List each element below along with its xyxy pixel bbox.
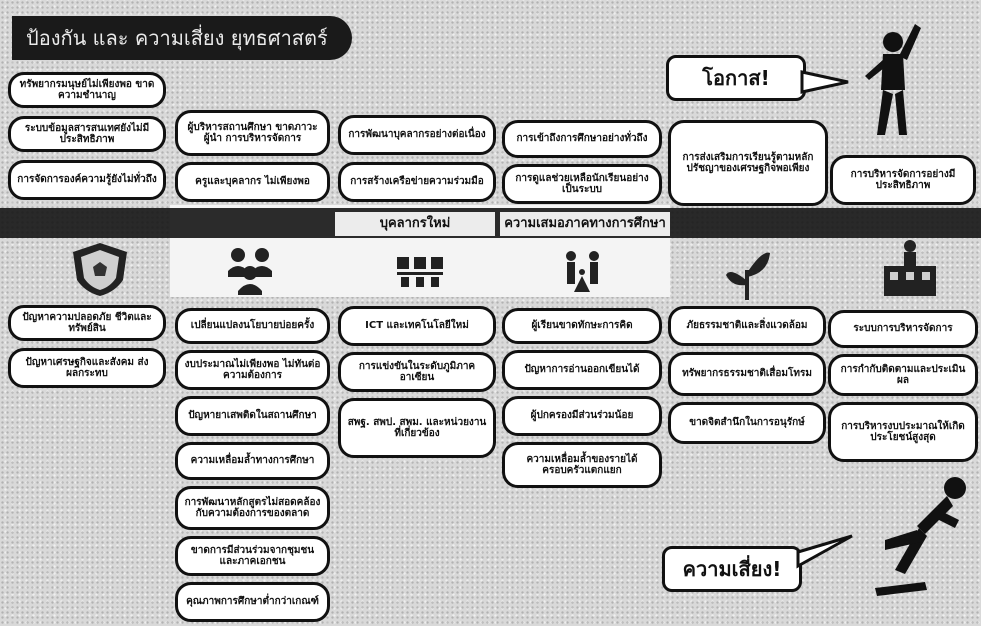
column-2-top-item-1: ผู้บริหารสถานศึกษา ขาดภาวะผู้นำ การบริหา… <box>175 110 330 156</box>
risk-callout-tail <box>796 534 853 569</box>
column-2-bottom-item-1: เปลี่ยนแปลงนโยบายบ่อยครั้ง <box>175 308 330 344</box>
column-5-bottom-item-2: ทรัพยากรธรรมชาติเสื่อมโทรม <box>668 352 826 396</box>
column-4-top-item-1: การเข้าถึงการศึกษาอย่างทั่วถึง <box>502 120 662 158</box>
column-5-bottom-item-1: ภัยธรรมชาติและสิ่งแวดล้อม <box>668 306 826 346</box>
column-1-bottom-item-2: ปัญหาเศรษฐกิจและสังคม ส่งผลกระทบ <box>8 348 166 388</box>
column-2-bottom-item-5: การพัฒนาหลักสูตรไม่สอดคล้องกับความต้องกา… <box>175 486 330 530</box>
building-icon <box>880 238 940 298</box>
column-4-bottom-item-1: ผู้เรียนขาดทักษะการคิด <box>502 308 662 344</box>
column-6-top-item-1: การบริหารจัดการอย่างมีประสิทธิภาพ <box>830 155 976 205</box>
column-1-top-item-3: การจัดการองค์ความรู้ยังไม่ทั่วถึง <box>8 160 166 200</box>
column-1-bottom-item-1: ปัญหาความปลอดภัย ชีวิตและทรัพย์สิน <box>8 305 166 341</box>
column-5-top-item-1: การส่งเสริมการเรียนรู้ตามหลักปรัชญาของเศ… <box>668 120 828 206</box>
people-icon <box>225 245 275 295</box>
opportunity-callout: โอกาส! <box>666 55 806 101</box>
shield-icon <box>65 240 135 298</box>
column-6-bottom-item-3: การบริหารงบประมาณให้เกิดประโยชน์สูงสุด <box>828 402 978 462</box>
column-4-bottom-item-4: ความเหลื่อมล้ำของรายได้ ครอบครัวแตกแยก <box>502 442 662 488</box>
column-4-top-item-2: การดูแลช่วยเหลือนักเรียนอย่างเป็นระบบ <box>502 164 662 204</box>
column-1-top-item-2: ระบบข้อมูลสารสนเทศยังไม่มีประสิทธิภาพ <box>8 116 166 152</box>
column-3-top-item-1: การพัฒนาบุคลากรอย่างต่อเนื่อง <box>338 115 496 155</box>
column-2-bottom-item-7: คุณภาพการศึกษาต่ำกว่าเกณฑ์ <box>175 582 330 622</box>
column-2-bottom-item-2: งบประมาณไม่เพียงพอ ไม่ทันต่อความต้องการ <box>175 350 330 390</box>
column-2-bottom-item-4: ความเหลื่อมล้ำทางการศึกษา <box>175 442 330 480</box>
column-2-bottom-item-3: ปัญหายาเสพติดในสถานศึกษา <box>175 396 330 436</box>
cheering-person-icon <box>855 20 925 140</box>
column-heading-2: ความเสมอภาคทางการศึกษา <box>500 212 670 236</box>
family-icon <box>560 250 605 295</box>
column-6-bottom-item-2: การกำกับติดตามและประเมินผล <box>828 354 978 396</box>
opportunity-callout-tail <box>800 70 849 94</box>
column-2-bottom-item-6: ขาดการมีส่วนร่วมจากชุมชนและภาคเอกชน <box>175 536 330 576</box>
column-2-top-item-2: ครูและบุคลากร ไม่เพียงพอ <box>175 162 330 202</box>
column-1-top-item-1: ทรัพยากรมนุษย์ไม่เพียงพอ ขาดความชำนาญ <box>8 72 166 108</box>
page-title: ป้องกัน และ ความเสี่ยง ยุทธศาสตร์ <box>12 16 352 60</box>
column-4-bottom-item-2: ปัญหาการอ่านออกเขียนได้ <box>502 350 662 390</box>
column-6-bottom-item-1: ระบบการบริหารจัดการ <box>828 310 978 348</box>
column-heading-1: บุคลากรใหม่ <box>335 212 495 236</box>
falling-person-icon <box>855 470 975 600</box>
column-4-bottom-item-3: ผู้ปกครองมีส่วนร่วมน้อย <box>502 396 662 436</box>
column-3-bottom-item-3: สพฐ. สพป. สพม. และหน่วยงานที่เกี่ยวข้อง <box>338 398 496 458</box>
column-5-bottom-item-3: ขาดจิตสำนึกในการอนุรักษ์ <box>668 402 826 444</box>
network-icon <box>395 255 445 290</box>
column-3-bottom-item-1: ICT และเทคโนโลยีใหม่ <box>338 306 496 346</box>
column-3-bottom-item-2: การแข่งขันในระดับภูมิภาค อาเซียน <box>338 352 496 392</box>
column-3-top-item-2: การสร้างเครือข่ายความร่วมมือ <box>338 162 496 202</box>
risk-callout: ความเสี่ยง! <box>662 546 802 592</box>
plant-icon <box>722 245 772 300</box>
